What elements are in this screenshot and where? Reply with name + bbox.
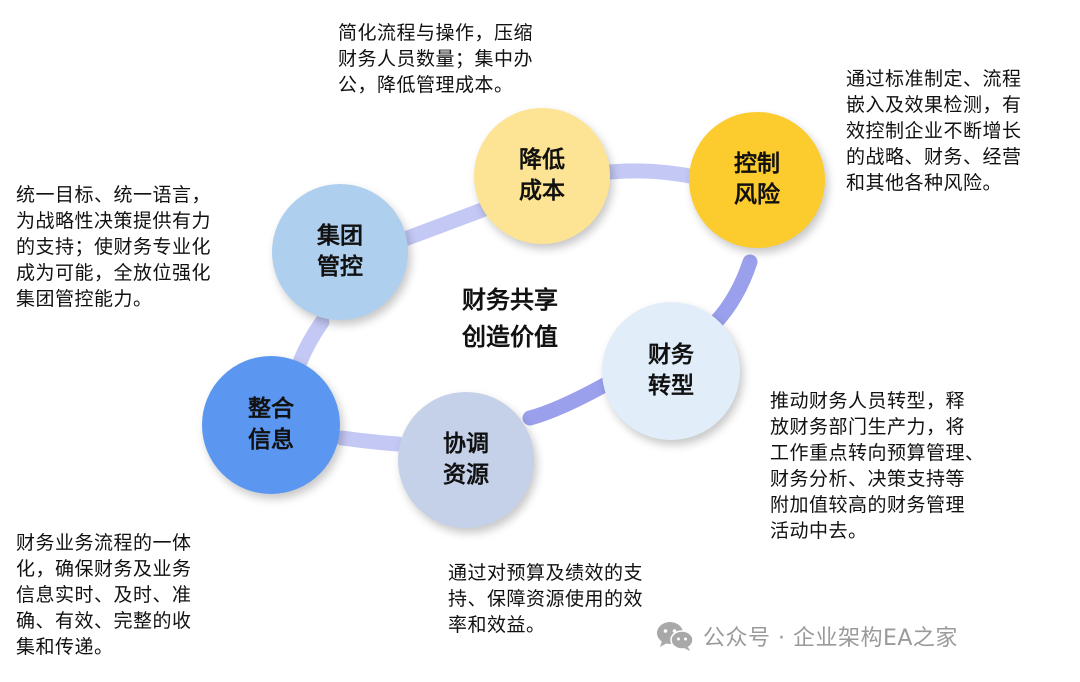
desc-line: 和其他各种风险。: [846, 172, 1003, 194]
desc-line: 推动财务人员转型，释: [770, 390, 966, 412]
desc-line: 集团管控能力。: [16, 288, 153, 310]
ring-segment-coordinate-integrate: [334, 430, 406, 452]
ring-segment-group-cost: [394, 202, 490, 248]
desc-line: 持、保障资源使用的效: [448, 588, 644, 610]
desc-line: 的战略、财务、经营: [846, 146, 1022, 168]
desc-finance-transform: 推动财务人员转型，释 放财务部门生产力，将 工作重点转向预算管理、 财务分析、决…: [770, 388, 985, 544]
desc-line: 放财务部门生产力，将: [770, 416, 966, 438]
wechat-icon: [657, 622, 694, 651]
desc-line: 成为可能，全放位强化: [16, 262, 212, 284]
node-finance-transform[interactable]: 财务 转型: [602, 302, 740, 440]
center-title: 财务共享 创造价值: [462, 286, 558, 351]
desc-reduce-cost: 简化流程与操作，压缩 财务人员数量；集中办 公，降低管理成本。: [338, 20, 533, 98]
desc-group-control: 统一目标、统一语言， 为战略性决策提供有力 的支持；使财务专业化 成为可能，全放…: [16, 182, 211, 312]
desc-line: 公，降低管理成本。: [338, 74, 514, 96]
node-finance-transform-label: 财务 转型: [648, 342, 694, 399]
ring-segment-transform-coordinate: [522, 374, 618, 426]
desc-line: 工作重点转向预算管理、: [770, 442, 985, 464]
desc-line: 嵌入及效果检测，有: [846, 94, 1022, 116]
ring-segment-integrate-group: [292, 314, 330, 370]
watermark-text: 公众号 · 企业架构EA之家: [703, 626, 958, 651]
node-reduce-cost[interactable]: 降低 成本: [474, 108, 610, 244]
node-reduce-cost-label: 降低 成本: [519, 147, 565, 204]
node-group-control-label: 集团 管控: [317, 223, 363, 280]
desc-line: 为战略性决策提供有力: [16, 210, 212, 232]
node-control-risk[interactable]: 控制 风险: [689, 112, 825, 248]
node-coordinate-resources-label: 协调 资源: [443, 431, 489, 488]
desc-line: 信息实时、及时、准: [16, 584, 192, 606]
desc-line: 统一目标、统一语言，: [16, 184, 212, 206]
desc-line: 活动中去。: [770, 520, 868, 542]
desc-line: 附加值较高的财务管理: [770, 494, 966, 516]
ring-segment-cost-risk: [602, 163, 708, 186]
desc-line: 财务分析、决策支持等: [770, 468, 966, 490]
desc-line: 财务业务流程的一体: [16, 532, 192, 554]
desc-line: 通过对预算及绩效的支: [448, 562, 644, 584]
desc-line: 化，确保财务及业务: [16, 558, 192, 580]
desc-integrate-info: 财务业务流程的一体 化，确保财务及业务 信息实时、及时、准 确、有效、完整的收 …: [16, 530, 192, 660]
desc-line: 通过标准制定、流程: [846, 68, 1022, 90]
desc-line: 集和传递。: [16, 636, 114, 658]
node-coordinate-resources[interactable]: 协调 资源: [398, 392, 534, 528]
desc-line: 率和效益。: [448, 614, 546, 636]
desc-line: 确、有效、完整的收: [16, 610, 192, 632]
desc-line: 简化流程与操作，压缩: [338, 22, 534, 44]
desc-line: 的支持；使财务专业化: [16, 236, 212, 258]
watermark: 公众号 · 企业架构EA之家: [655, 620, 958, 652]
desc-line: 财务人员数量；集中办: [338, 48, 534, 70]
desc-coordinate-resources: 通过对预算及绩效的支 持、保障资源使用的效 率和效益。: [448, 560, 643, 638]
node-group-control[interactable]: 集团 管控: [272, 184, 408, 320]
ring-segment-risk-transform: [708, 254, 758, 330]
node-integrate-info-label: 整合 信息: [248, 396, 294, 453]
node-integrate-info[interactable]: 整合 信息: [202, 356, 340, 494]
desc-control-risk: 通过标准制定、流程 嵌入及效果检测，有 效控制企业不断增长 的战略、财务、经营 …: [846, 66, 1022, 196]
node-control-risk-label: 控制 风险: [734, 151, 780, 208]
desc-line: 效控制企业不断增长: [846, 120, 1022, 142]
